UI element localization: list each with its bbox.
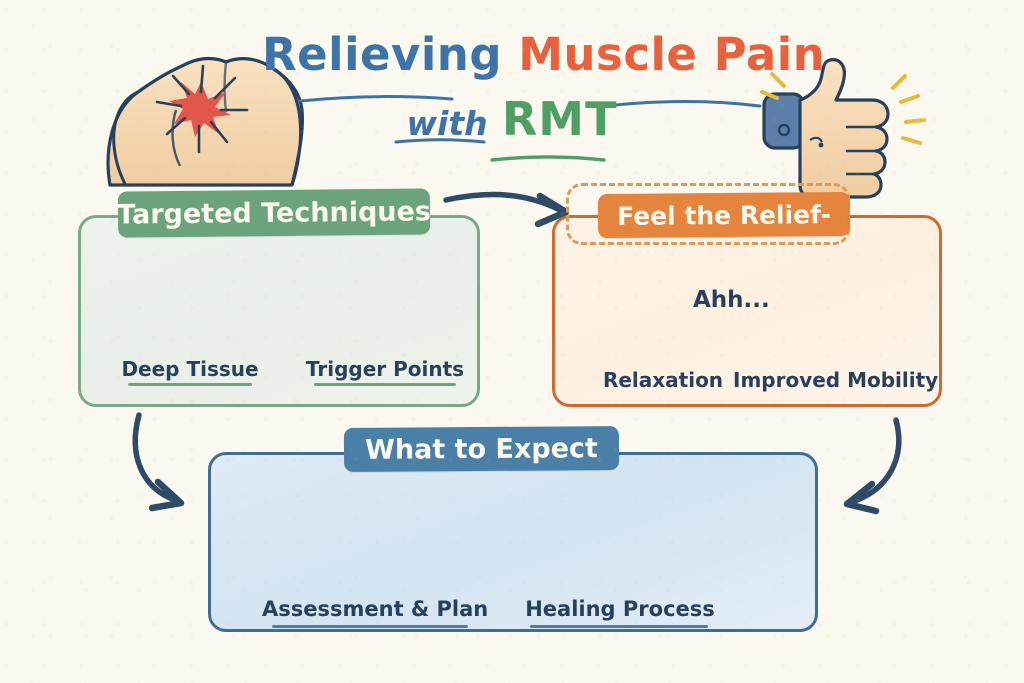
card-targeted-techniques — [78, 215, 480, 407]
card-feel-the-relief — [552, 215, 942, 407]
title-word-rmt: RMT — [501, 92, 618, 146]
title-line-2: with RMT — [262, 92, 762, 146]
underline-deep-tissue — [128, 383, 252, 386]
title-word-relieving: Relieving — [262, 28, 503, 81]
curved-arrow-down-left-icon — [843, 417, 902, 515]
banner-what-to-expect: What to Expect — [343, 426, 620, 472]
curved-arrow-down-right-icon — [132, 412, 185, 512]
annotation-ahh: Ahh... — [693, 287, 770, 313]
title-rmt-underline — [490, 155, 606, 162]
title-underline-decor — [298, 95, 762, 144]
underline-healing-process — [530, 625, 708, 628]
title-line-1: Relieving Muscle Pain — [262, 28, 825, 81]
back-torso-with-pain-burst-icon — [106, 56, 304, 187]
banner-feel-the-relief: Feel the Relief- — [597, 191, 851, 239]
banner-targeted-techniques: Targeted Techniques — [117, 188, 431, 238]
item-label-healing-process: Healing Process — [525, 597, 715, 621]
item-label-trigger-points: Trigger Points — [305, 357, 465, 381]
item-label-deep-tissue: Deep Tissue — [121, 357, 259, 381]
title-word-muscle: Muscle — [518, 28, 698, 81]
thumbs-up-icon — [760, 58, 926, 199]
underline-trigger-points — [314, 383, 456, 386]
item-label-improved-mobility: Improved Mobility — [733, 368, 939, 392]
item-label-relaxation: Relaxation — [602, 368, 724, 392]
title-word-pain: Pain — [713, 28, 826, 81]
underline-assessment-and-plan — [272, 625, 468, 628]
page-title: Relieving Muscle Pain with RMT — [262, 22, 825, 162]
item-label-assessment-and-plan: Assessment & Plan — [262, 597, 489, 621]
title-word-with: with — [406, 104, 488, 143]
